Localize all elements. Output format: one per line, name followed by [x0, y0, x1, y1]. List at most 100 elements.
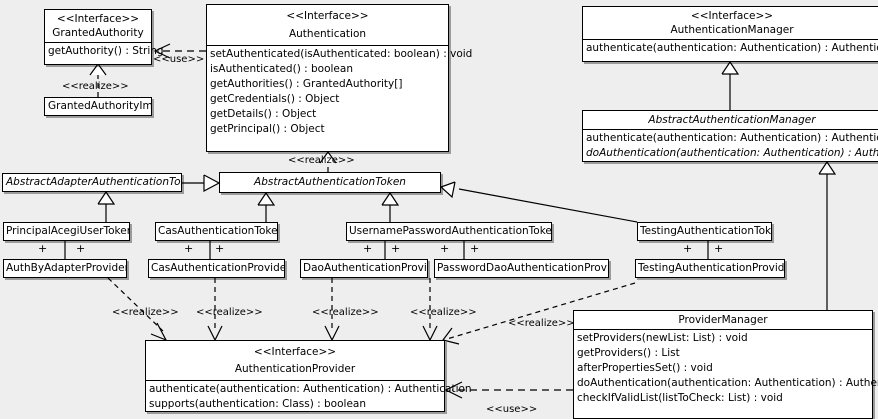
class-header-auth-by-adapter-provider: AuthByAdapterProvider: [4, 260, 126, 276]
class-name: PasswordDaoAuthenticationProvider: [437, 262, 608, 274]
class-header-authentication: <<Interface>> Authentication: [207, 5, 448, 45]
class-box-dao-authentication-provider[interactable]: DaoAuthenticationProvider: [300, 259, 428, 278]
class-member: setAuthenticated(isAuthenticated: boolea…: [210, 48, 473, 60]
class-header-principal-acegi-user-token: PrincipalAcegiUserToken: [4, 223, 129, 239]
edge-label-realize-cas-provider: <<realize>>: [196, 307, 263, 318]
class-name: PrincipalAcegiUserToken: [6, 225, 129, 237]
class-name: GrantedAuthority: [52, 27, 144, 39]
class-box-provider-manager[interactable]: ProviderManager setProviders(newList: Li…: [573, 310, 878, 419]
edge-generalize-abstract-adapter-token: [182, 174, 221, 192]
class-members-granted-authority: getAuthority() : String: [45, 43, 164, 60]
compartment-divider: [146, 380, 444, 381]
class-members-provider-manager: setProviders(newList: List) : void getPr…: [574, 330, 878, 407]
edge-label-realize-auth-by-adapter: <<realize>>: [112, 307, 179, 318]
class-member: supports(authentication: Class) : boolea…: [149, 398, 366, 410]
class-stereotype: <<Interface>>: [56, 13, 140, 25]
class-name: AbstractAuthenticationToken: [254, 176, 406, 188]
edge-label-realize-granted-authority-impl: <<realize>>: [62, 81, 129, 92]
class-member: doAuthentication(authentication: Authent…: [577, 377, 878, 389]
class-box-abstract-adapter-authentication-token[interactable]: AbstractAdapterAuthenticationToken: [2, 173, 182, 192]
class-name: TestingAuthenticationToken: [640, 225, 771, 237]
class-name: AbstractAuthenticationManager: [648, 114, 816, 126]
multiplicity-marker: +: [714, 242, 724, 255]
compartment-divider: [583, 129, 878, 130]
edge-generalize-testing-authentication-token: [439, 181, 638, 223]
class-name: UsernamePasswordAuthenticationToken: [349, 225, 551, 237]
class-box-abstract-authentication-manager[interactable]: AbstractAuthenticationManager authentica…: [582, 110, 878, 162]
class-member: doAuthentication(authentication: Authent…: [586, 147, 878, 159]
class-box-authentication[interactable]: <<Interface>> Authentication setAuthenti…: [206, 4, 473, 152]
class-box-authentication-manager[interactable]: <<Interface>> AuthenticationManager auth…: [582, 6, 878, 62]
class-members-authentication-manager: authenticate(authentication: Authenticat…: [583, 40, 878, 57]
edge-generalize-abstract-authentication-manager: [721, 60, 740, 110]
class-header-cas-authentication-provider: CasAuthenticationProvider: [149, 260, 284, 276]
class-box-username-password-authentication-token[interactable]: UsernamePasswordAuthenticationToken: [346, 222, 552, 241]
edge-generalize-principal-acegi-user-token: [97, 190, 116, 222]
edge-label-use-authentication: <<use>>: [153, 54, 205, 65]
class-member: setProviders(newList: List) : void: [577, 332, 748, 344]
edge-label-realize-password-dao-provider: <<realize>>: [410, 307, 477, 318]
class-header-authentication-manager: <<Interface>> AuthenticationManager: [583, 7, 878, 39]
class-name: DaoAuthenticationProvider: [303, 262, 427, 274]
class-box-granted-authority-impl[interactable]: GrantedAuthorityImpl: [44, 97, 152, 116]
class-name: AuthenticationManager: [670, 24, 794, 36]
edge-generalize-username-password-token: [381, 191, 400, 222]
class-name: AuthenticationProvider: [234, 363, 356, 375]
class-member: authenticate(authentication: Authenticat…: [586, 132, 878, 144]
class-box-principal-acegi-user-token[interactable]: PrincipalAcegiUserToken: [3, 222, 130, 241]
class-member: authenticate(authentication: Authenticat…: [586, 42, 878, 54]
class-box-testing-authentication-provider[interactable]: TestingAuthenticationProvider: [635, 259, 785, 278]
class-name: ProviderManager: [678, 314, 768, 326]
multiplicity-marker: +: [215, 242, 225, 255]
class-box-cas-authentication-token[interactable]: CasAuthenticationToken: [155, 222, 278, 241]
edge-generalize-cas-authentication-token: [257, 191, 276, 222]
class-box-password-dao-authentication-provider[interactable]: PasswordDaoAuthenticationProvider: [434, 259, 609, 278]
class-member: isAuthenticated() : boolean: [210, 63, 353, 75]
multiplicity-marker: +: [76, 242, 86, 255]
multiplicity-marker: +: [440, 242, 450, 255]
class-member: getDetails() : Object: [210, 108, 317, 120]
compartment-divider: [574, 329, 872, 330]
class-name: AuthByAdapterProvider: [6, 262, 126, 274]
class-stereotype: <<Interface>>: [690, 10, 774, 22]
class-member: getAuthorities() : GrantedAuthority[]: [210, 78, 403, 90]
class-box-authentication-provider[interactable]: <<Interface>> AuthenticationProvider aut…: [145, 340, 472, 413]
compartment-divider: [583, 39, 878, 40]
multiplicity-marker: +: [184, 242, 194, 255]
compartment-divider: [45, 42, 151, 43]
class-header-password-dao-authentication-provider: PasswordDaoAuthenticationProvider: [435, 260, 608, 276]
multiplicity-marker: +: [683, 242, 693, 255]
class-member: authenticate(authentication: Authenticat…: [149, 383, 472, 395]
class-name: AbstractAdapterAuthenticationToken: [6, 176, 181, 188]
class-header-granted-authority: <<Interface>> GrantedAuthority: [45, 10, 151, 42]
edge-label-realize-authentication-token: <<realize>>: [288, 155, 355, 166]
multiplicity-marker: +: [38, 242, 48, 255]
class-header-abstract-adapter-authentication-token: AbstractAdapterAuthenticationToken: [3, 174, 181, 190]
class-header-testing-authentication-token: TestingAuthenticationToken: [638, 223, 771, 239]
class-member: afterPropertiesSet() : void: [577, 362, 713, 374]
class-stereotype: <<Interface>>: [253, 346, 337, 358]
class-header-abstract-authentication-manager: AbstractAuthenticationManager: [583, 111, 878, 129]
class-header-abstract-authentication-token: AbstractAuthenticationToken: [220, 173, 440, 191]
multiplicity-marker: +: [391, 242, 401, 255]
class-box-auth-by-adapter-provider[interactable]: AuthByAdapterProvider: [3, 259, 127, 278]
class-header-username-password-authentication-token: UsernamePasswordAuthenticationToken: [347, 223, 551, 239]
class-name: CasAuthenticationToken: [158, 225, 277, 237]
edge-label-realize-dao-provider: <<realize>>: [312, 307, 379, 318]
class-header-testing-authentication-provider: TestingAuthenticationProvider: [636, 260, 784, 276]
class-member: getPrincipal() : Object: [210, 123, 325, 135]
class-box-testing-authentication-token[interactable]: TestingAuthenticationToken: [637, 222, 772, 241]
class-header-provider-manager: ProviderManager: [574, 311, 872, 329]
class-members-authentication-provider: authenticate(authentication: Authenticat…: [146, 381, 472, 413]
multiplicity-marker: +: [470, 242, 480, 255]
class-box-abstract-authentication-token[interactable]: AbstractAuthenticationToken: [219, 172, 441, 193]
class-member: getProviders() : List: [577, 347, 680, 359]
class-header-authentication-provider: <<Interface>> AuthenticationProvider: [146, 341, 444, 380]
class-box-cas-authentication-provider[interactable]: CasAuthenticationProvider: [148, 259, 285, 278]
class-member: checkIfValidList(listToCheck: List) : vo…: [577, 392, 783, 404]
class-box-granted-authority[interactable]: <<Interface>> GrantedAuthority getAuthor…: [44, 9, 164, 65]
class-header-dao-authentication-provider: DaoAuthenticationProvider: [301, 260, 427, 276]
multiplicity-marker: +: [363, 242, 373, 255]
class-members-authentication: setAuthenticated(isAuthenticated: boolea…: [207, 46, 473, 138]
